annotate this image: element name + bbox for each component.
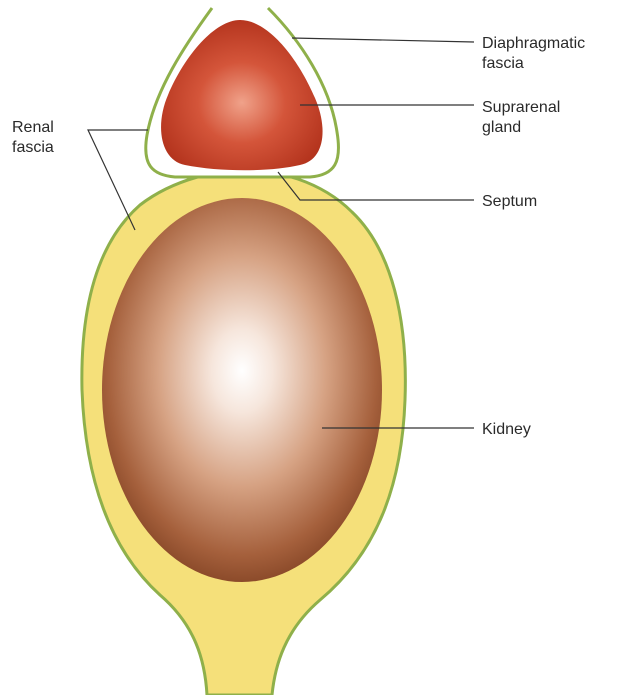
label-septum: Septum (482, 192, 537, 212)
label-kidney: Kidney (482, 420, 531, 440)
kidney (102, 198, 382, 582)
diaphragmatic-fascia-leader (292, 38, 474, 42)
label-diaphragmatic-fascia: Diaphragmatic fascia (482, 34, 585, 74)
label-suprarenal-gland: Suprarenal gland (482, 98, 560, 138)
label-renal-fascia: Renal fascia (12, 118, 54, 158)
